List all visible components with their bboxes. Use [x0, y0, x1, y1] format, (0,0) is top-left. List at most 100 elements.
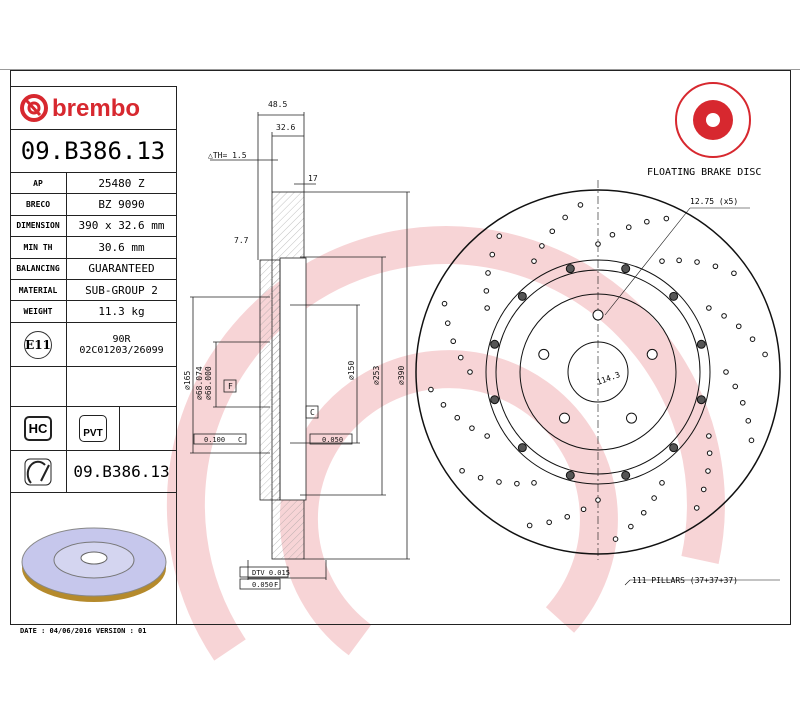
floating-bobbin: [490, 395, 500, 405]
spec-label: DIMENSION: [10, 215, 67, 237]
floating-bobbin: [565, 470, 575, 480]
brembo-logo: brembo: [20, 94, 140, 122]
drill-hole: [483, 288, 490, 294]
drill-hole: [693, 505, 700, 511]
drill-hole: [663, 215, 670, 222]
badges-row: HC PVT: [10, 407, 176, 451]
wheel-stud-hole: [538, 348, 550, 360]
parallelism-tolerance: 0.100: [204, 436, 225, 444]
dim-17: 17: [308, 174, 318, 183]
hole-callout: 12.75 (x5): [690, 197, 738, 206]
floating-bobbin: [517, 443, 527, 453]
date-version: DATE : 04/06/2016 VERSION : 01: [20, 627, 147, 635]
wheel-stud-hole: [626, 412, 638, 424]
hc-badge: HC: [23, 416, 53, 441]
drill-hole: [706, 433, 712, 439]
pillars-callout: 111 PILLARS (37+37+37): [632, 576, 738, 585]
drill-hole: [577, 202, 584, 208]
drill-hole: [706, 305, 712, 311]
drill-hole: [625, 224, 632, 231]
drill-hole: [562, 214, 568, 221]
drill-hole: [477, 474, 484, 481]
spec-row-min-th: MIN TH 30.6 mm: [10, 237, 176, 259]
part-number-repeat: 09.B386.13: [73, 462, 170, 481]
flatness-tolerance: 0.050: [322, 436, 343, 444]
drill-hole: [731, 270, 737, 277]
drill-hole: [484, 305, 490, 311]
spec-value: 30.6 mm: [98, 240, 145, 254]
spec-value: SUB-GROUP 2: [85, 283, 158, 297]
drill-hole: [659, 258, 665, 264]
part-number: 09.B386.13: [10, 130, 176, 173]
spec-value: 25480 Z: [98, 176, 145, 190]
drill-hole: [469, 425, 475, 431]
drill-hole: [659, 480, 665, 486]
drill-hole: [705, 468, 711, 474]
drill-hole: [609, 231, 616, 238]
homologation-row: E11 90R 02C01203/26099: [10, 323, 176, 367]
pvt-badge: PVT: [79, 415, 107, 442]
dtv-tolerance: DTV 0.015: [252, 569, 290, 577]
spec-row-dimension: DIMENSION 390 x 32.6 mm: [10, 215, 176, 238]
drill-hole: [496, 233, 503, 239]
drill-hole: [762, 351, 768, 358]
drill-hole: [496, 479, 502, 485]
drill-hole: [694, 259, 700, 265]
datum-c: C: [310, 408, 315, 417]
spec-label: BALANCING: [10, 258, 67, 279]
floating-disc-symbol: [675, 82, 751, 158]
e11-mark: E11: [24, 330, 52, 359]
drill-hole: [454, 414, 461, 421]
datum-f: F: [228, 382, 233, 391]
drill-hole: [546, 519, 552, 526]
drill-hole: [450, 338, 457, 345]
floating-bobbin: [490, 339, 500, 349]
spec-row-ap: AP 25480 Z: [10, 173, 176, 195]
drill-hole: [441, 300, 448, 307]
spec-label: MIN TH: [10, 237, 67, 258]
drill-hole: [457, 354, 464, 361]
drill-hole: [651, 495, 657, 501]
spec-label: AP: [10, 173, 67, 194]
logo-row: brembo: [10, 87, 176, 130]
dia-68-074: ⌀68.074: [195, 366, 204, 400]
drill-hole: [700, 486, 707, 493]
drill-hole: [485, 270, 491, 276]
drill-hole: [739, 399, 746, 406]
floating-brake-disc-label: FLOATING BRAKE DISC: [647, 167, 761, 178]
dia-253: ⌀253: [372, 366, 381, 385]
floating-bobbin: [621, 470, 631, 480]
svg-text:brembo: brembo: [52, 95, 140, 122]
drill-hole: [484, 433, 490, 439]
runout-tolerance: 0.050: [252, 581, 273, 589]
drill-hole: [531, 480, 537, 486]
drill-hole: [489, 251, 496, 258]
spec-label: BRECO: [10, 194, 67, 215]
spec-value: 390 x 32.6 mm: [78, 219, 165, 233]
dim-delta-th: △TH= 1.5: [208, 151, 247, 160]
spec-value: GUARANTEED: [88, 262, 155, 276]
drill-hole: [580, 506, 587, 513]
drill-hole: [549, 228, 556, 235]
spec-value: 11.3 kg: [98, 305, 145, 319]
part-repeat-row: 09.B386.13: [10, 451, 176, 493]
drill-hole: [748, 437, 755, 444]
drill-hole: [712, 263, 719, 270]
drill-hole: [612, 536, 619, 542]
drill-hole: [735, 323, 742, 330]
wheel-stud-hole: [558, 412, 570, 424]
dia-390: ⌀390: [397, 366, 406, 385]
drill-hole: [595, 241, 601, 247]
runout-ref: F: [274, 581, 278, 589]
drill-hole: [732, 383, 739, 390]
blank-row: [10, 367, 176, 407]
drill-hole: [531, 258, 537, 264]
side-section-view: 48.5 32.6 △TH= 1.5 17 7.7 F C 0.100 C 0.…: [183, 100, 410, 590]
drill-hole: [428, 386, 434, 393]
pcd-dimension: 114.3: [596, 370, 622, 387]
drill-hole: [595, 497, 601, 503]
